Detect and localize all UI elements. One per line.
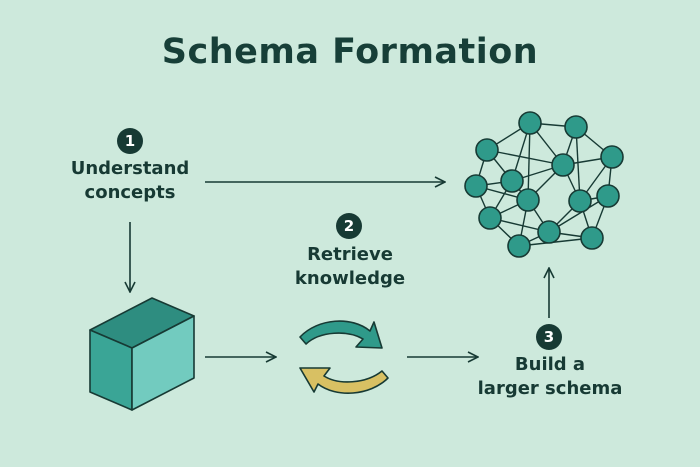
network-node bbox=[518, 111, 542, 135]
network-node bbox=[478, 206, 502, 230]
diagram-title: Schema Formation bbox=[161, 32, 539, 72]
step-1-label-line-1: Understand bbox=[70, 158, 190, 179]
network-edge bbox=[486, 149, 564, 166]
step-1-label: Understand concepts bbox=[40, 157, 220, 205]
cycle-arrows-icon bbox=[299, 320, 389, 394]
step-1-badge: 1 bbox=[117, 128, 143, 154]
network-node bbox=[516, 188, 540, 212]
step-3-badge: 3 bbox=[536, 324, 562, 350]
network-node bbox=[475, 138, 499, 162]
network-node bbox=[580, 226, 604, 250]
step-2-label-line-1: Retrieve bbox=[307, 244, 393, 265]
step-2-badge: 2 bbox=[336, 213, 362, 239]
network-node bbox=[564, 115, 588, 139]
network-node bbox=[551, 153, 575, 177]
network-node bbox=[600, 145, 624, 169]
step-3-label-line-2: larger schema bbox=[477, 378, 623, 399]
network-icon bbox=[464, 111, 624, 258]
cube-icon bbox=[89, 297, 195, 411]
network-node bbox=[568, 189, 592, 213]
network-node bbox=[500, 169, 524, 193]
step-3-label-line-1: Build a bbox=[514, 354, 586, 375]
network-node bbox=[537, 220, 561, 244]
network-edge bbox=[575, 126, 581, 202]
step-3-label: Build a larger schema bbox=[460, 353, 640, 401]
network-node bbox=[464, 174, 488, 198]
step-1-label-line-2: concepts bbox=[84, 182, 176, 203]
network-node bbox=[507, 234, 531, 258]
network-edge bbox=[527, 122, 531, 201]
step-2-label: Retrieve knowledge bbox=[260, 243, 440, 291]
network-node bbox=[596, 184, 620, 208]
step-2-label-line-2: knowledge bbox=[294, 268, 406, 289]
network-edge bbox=[518, 237, 593, 247]
